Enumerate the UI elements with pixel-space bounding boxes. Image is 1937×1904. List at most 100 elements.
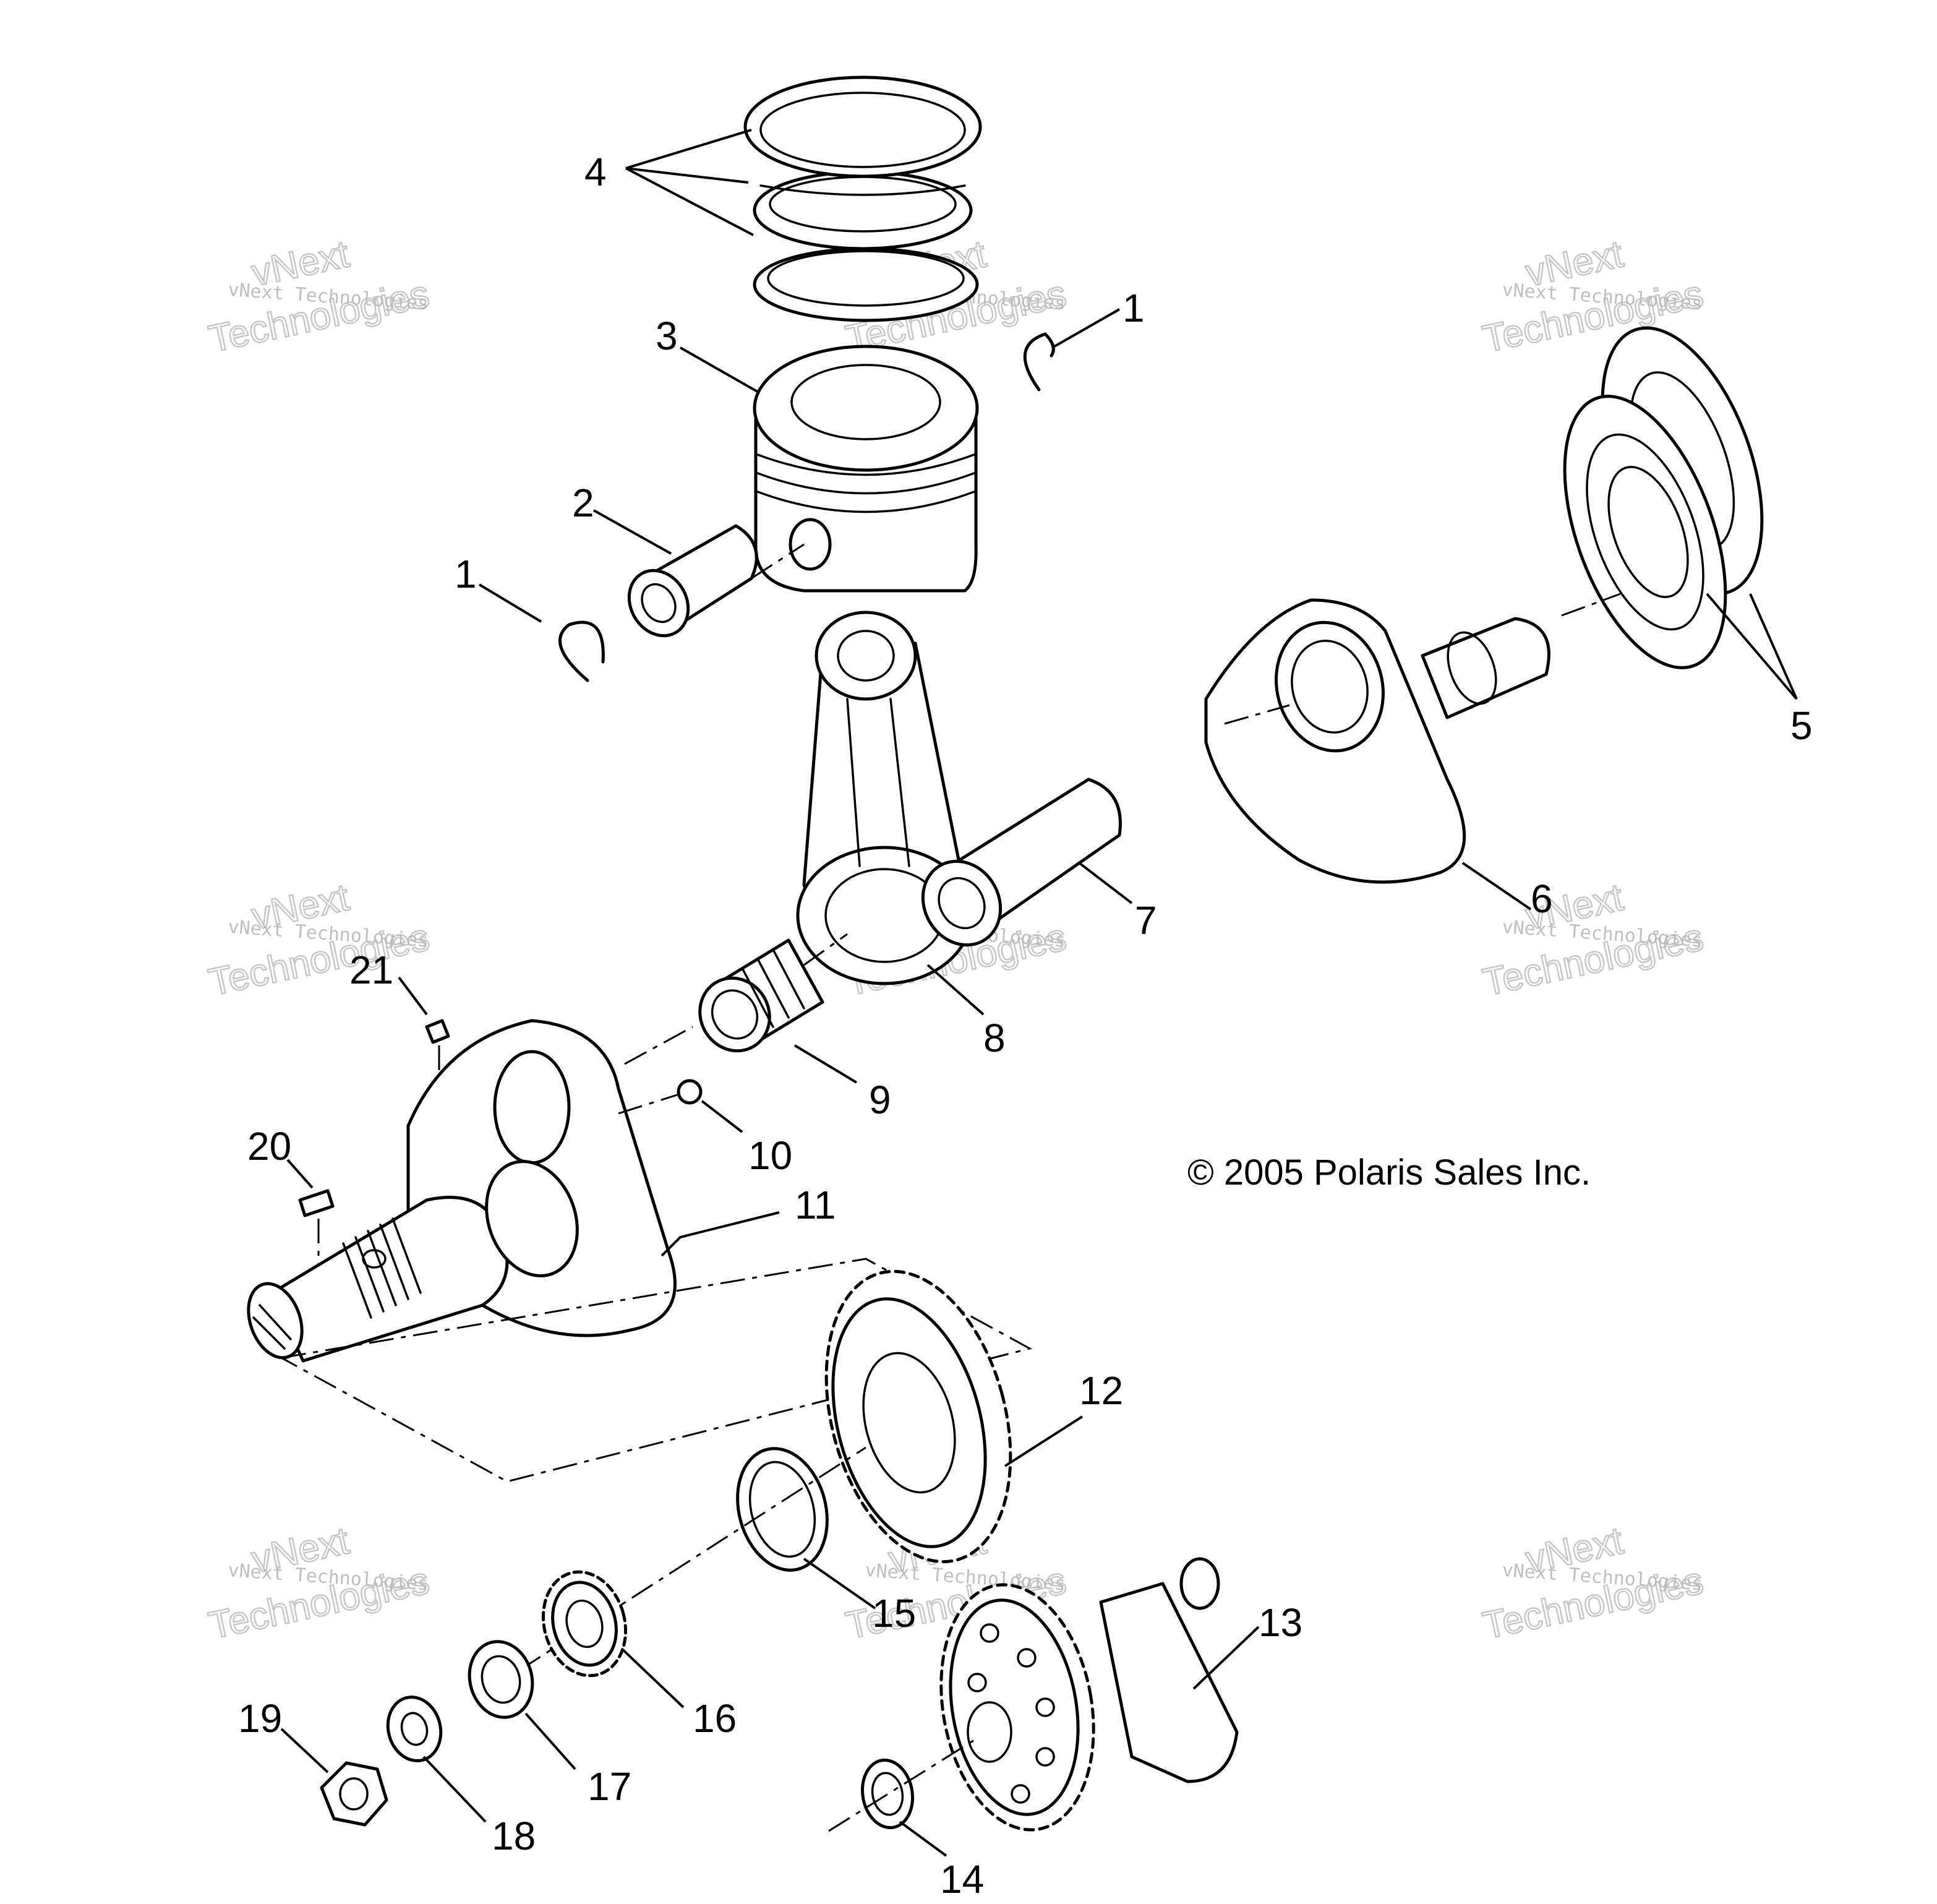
wrist-pin (627, 524, 758, 638)
washer (386, 1696, 443, 1762)
wrist-pin-end (627, 568, 690, 638)
piston (753, 345, 979, 593)
balance-gear-hub (967, 1701, 1012, 1763)
leader-6 (1461, 862, 1532, 911)
leader-10 (701, 1100, 743, 1133)
leader-13 (1192, 1626, 1260, 1690)
leader-20 (286, 1159, 314, 1189)
callout-2: 2 (572, 481, 594, 525)
crank-web-right-bore (1291, 640, 1369, 734)
leader-1-left (478, 583, 542, 623)
callout-1-right: 1 (1122, 286, 1145, 330)
callout-4: 4 (584, 150, 607, 194)
callout-18: 18 (492, 1814, 536, 1858)
crank-web-right-hole (1275, 620, 1385, 753)
gear-hole-4 (1035, 1747, 1055, 1767)
axis-bearings (1561, 593, 1621, 617)
crank-pin-end (921, 859, 1003, 947)
leader-1-right (1054, 308, 1120, 348)
circlip-right (1023, 332, 1055, 392)
drive-gear-body (831, 1297, 987, 1548)
axis-crank-pin (624, 933, 848, 1065)
crank-web-hole (493, 1050, 571, 1165)
drive-gear-hub (862, 1352, 956, 1494)
axis-crank-right (1224, 704, 1290, 725)
copyright-notice: © 2005 Polaris Sales Inc. (1187, 1152, 1591, 1193)
balance-shaft-end (1179, 1557, 1220, 1610)
callout-20: 20 (247, 1124, 291, 1169)
callout-16: 16 (693, 1696, 737, 1741)
rod-small-end-bore (837, 630, 895, 682)
callout-8: 8 (983, 1016, 1006, 1060)
crank-journal-right (1421, 617, 1550, 719)
woodruff-key-20 (298, 1189, 335, 1217)
crank-journal-right-step (1447, 631, 1497, 705)
leader-8 (926, 964, 985, 1016)
callout-19: 19 (238, 1696, 282, 1741)
leader-21 (398, 976, 428, 1016)
hex-nut-bore (339, 1777, 369, 1811)
ring-bottom (753, 247, 979, 322)
washer-bore (400, 1712, 429, 1746)
gear-hole-3 (1035, 1697, 1055, 1717)
callout-7: 7 (1135, 898, 1157, 943)
callout-1-left: 1 (455, 552, 477, 596)
callout-3: 3 (656, 314, 678, 358)
callout-14: 14 (940, 1857, 984, 1901)
callout-6: 6 (1531, 877, 1553, 921)
crankshaft-left (247, 1019, 677, 1363)
drive-gear (824, 1269, 1012, 1564)
spacer-ring (736, 1447, 829, 1572)
crankshaft-right (1204, 598, 1550, 884)
crank-journal-left (270, 1196, 509, 1363)
leader-5 (1706, 593, 1798, 700)
crank-main-journal (485, 1160, 579, 1277)
leader-12 (1004, 1415, 1084, 1467)
leader-15 (803, 1558, 876, 1610)
thrust-washer (860, 1758, 915, 1830)
leader-18 (422, 1756, 487, 1823)
callout-9: 9 (869, 1078, 891, 1122)
balance-weight (1099, 1582, 1239, 1783)
crank-pin-bore (938, 877, 986, 930)
callout-17: 17 (588, 1764, 631, 1809)
piston-ring-grooves (756, 453, 975, 513)
callout-5: 5 (1790, 703, 1813, 748)
piston-pin-boss (789, 518, 832, 571)
hex-nut (320, 1761, 388, 1827)
leader-9 (793, 1044, 858, 1084)
leader-14 (899, 1820, 947, 1857)
gear-hole-6 (967, 1673, 987, 1692)
ball-bearings (1563, 326, 1764, 669)
axis-balance-shaft (828, 1737, 978, 1832)
splined-collar-bore (481, 1655, 521, 1704)
gear-hole-1 (980, 1623, 999, 1643)
connecting-rod (796, 611, 973, 985)
callout-21: 21 (349, 948, 393, 992)
thrust-washer-bore (871, 1772, 904, 1816)
callout-15: 15 (872, 1591, 916, 1636)
needle-bearing-rollers (741, 948, 805, 1028)
leader-3 (680, 346, 760, 394)
axis-ball (618, 1094, 678, 1115)
bearing-front-outer-race (1586, 433, 1704, 631)
crank-pin (921, 778, 1122, 947)
callout-12: 12 (1079, 1368, 1123, 1413)
leader-16 (620, 1647, 685, 1709)
crank-end-thread (252, 1304, 292, 1350)
small-gear-bore (565, 1599, 604, 1649)
wrist-pin-bore (641, 583, 677, 624)
spacer-ring-bore (748, 1460, 816, 1558)
callout-13: 13 (1259, 1600, 1302, 1645)
balance-shaft (939, 1557, 1239, 1832)
leader-11 (661, 1211, 780, 1257)
needle-bearing (698, 938, 824, 1053)
ring-top (743, 75, 982, 178)
callout-labels: 4 1 3 2 1 5 6 7 8 9 10 11 21 20 12 15 13… (238, 150, 1813, 1902)
needle-bearing-bore (711, 989, 759, 1040)
crank-thread (342, 1217, 422, 1319)
ring-expander (759, 184, 966, 196)
gear-hole-2 (1017, 1648, 1037, 1668)
